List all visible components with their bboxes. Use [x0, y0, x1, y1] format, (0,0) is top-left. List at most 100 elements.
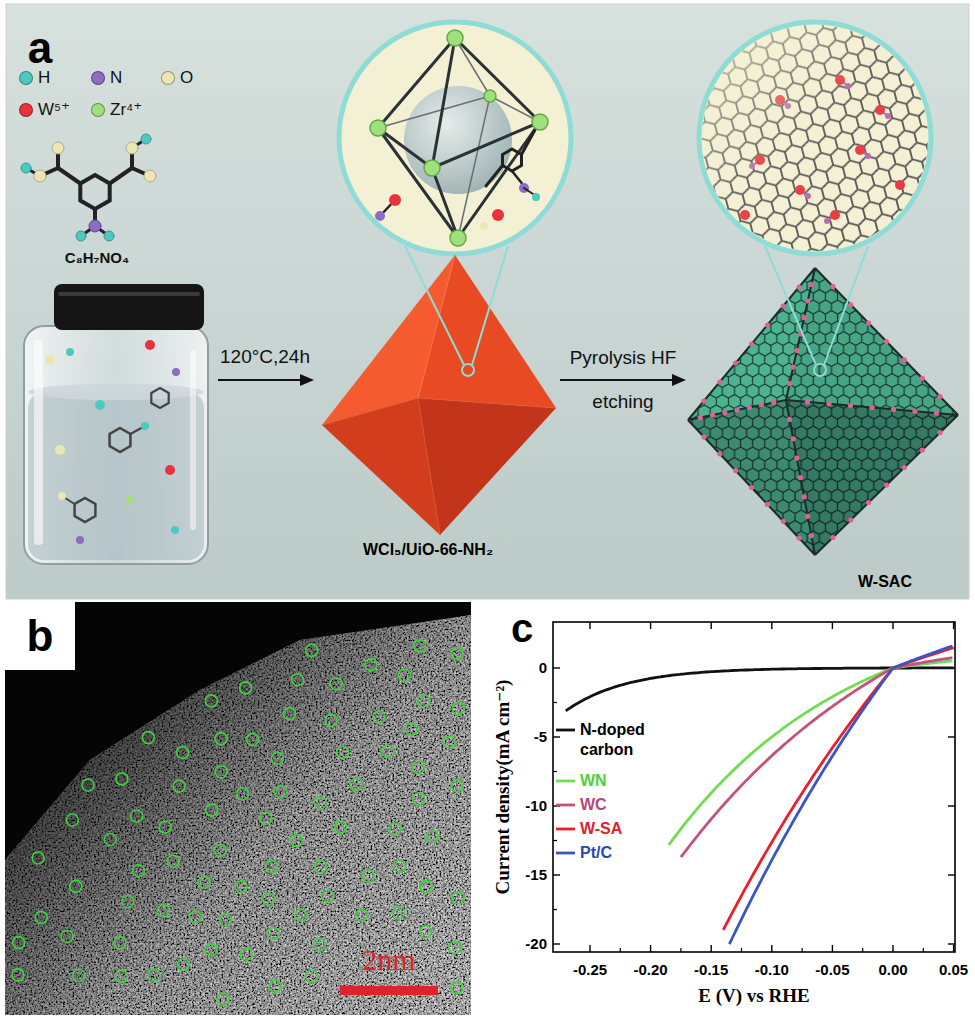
atom-marker [173, 780, 185, 792]
atom-marker [394, 860, 406, 872]
octahedron-crystal-shape [318, 250, 560, 562]
octahedron-face [786, 268, 958, 415]
atom-marker [267, 928, 279, 940]
tick-mark [832, 622, 833, 629]
atom-marker [382, 745, 394, 757]
tick-mark [948, 943, 955, 944]
tick-label: -10 [525, 797, 547, 814]
legend-swatch [19, 103, 33, 117]
outline-stroke [418, 255, 455, 398]
atom-marker [271, 752, 283, 764]
zoom-marker [814, 364, 826, 376]
atom-marker [350, 778, 362, 790]
atom-marker [420, 881, 432, 893]
atom-marker [133, 865, 145, 877]
atom-marker [104, 834, 116, 846]
tick-mark [553, 667, 560, 668]
atom-marker [337, 746, 349, 758]
dopant-dot [787, 381, 792, 386]
tick-mark [801, 948, 802, 952]
atom-marker [373, 711, 385, 723]
dopant-dot [794, 348, 799, 353]
atom-marker [114, 937, 126, 949]
legend-label: N-doped carbon [580, 720, 664, 760]
axis-title: E (V) vs RHE [698, 985, 809, 1007]
atom-marker [177, 959, 189, 971]
dopant-dot [791, 364, 796, 369]
process-arrow [560, 374, 686, 386]
legend-sample [556, 729, 575, 732]
legend-sample [556, 804, 575, 807]
dopant-dot [802, 315, 807, 320]
octahedron-node: WCl₅/UiO-66-NH₂ [318, 250, 560, 562]
atom-marker [70, 880, 82, 892]
atom-marker [205, 944, 217, 956]
lsv-curve [566, 668, 954, 711]
dopant-dot [759, 402, 764, 407]
legend-swatch [19, 71, 33, 85]
arrow-head [672, 374, 686, 386]
tick-label: 0.05 [939, 961, 968, 978]
node-label: W-SAC [858, 573, 912, 591]
dopant-dot [797, 284, 802, 289]
atom-marker [274, 786, 286, 798]
dopant-dot [733, 468, 738, 473]
outline-stroke [815, 268, 958, 415]
dopant-dot [902, 357, 907, 362]
tick-mark [620, 948, 621, 952]
tick-label: -0.25 [573, 961, 607, 978]
dopant-dot [938, 430, 943, 435]
atom-marker [451, 780, 463, 792]
legend-label: W-SA [580, 819, 664, 839]
tick-mark [589, 622, 590, 629]
atom-marker [240, 682, 252, 694]
dopant-dot [891, 407, 896, 412]
dopant-dot [805, 298, 810, 303]
dopant-dot [805, 399, 810, 404]
dopant-dot [938, 394, 943, 399]
dopant-dot [733, 360, 738, 365]
tick-label: -0.10 [755, 961, 789, 978]
atom-marker [451, 648, 463, 660]
dopant-dot [884, 482, 889, 487]
legend-swatch [91, 71, 105, 85]
arrow-shaft [560, 379, 672, 381]
atom-marker [12, 969, 24, 981]
dopant-dot [809, 282, 814, 287]
octahedron-face [418, 398, 556, 535]
dopant-dot [920, 447, 925, 452]
lsv-curve [729, 646, 952, 944]
axis-title: Current density(mA cm⁻²) [492, 680, 514, 895]
tick-label: -0.15 [694, 961, 728, 978]
atom-marker [269, 980, 281, 992]
atom-marker [61, 930, 73, 942]
tick-mark [553, 909, 557, 910]
legend-label: Zr⁴⁺ [110, 100, 142, 120]
atom-marker [418, 695, 430, 707]
dopant-dot [749, 341, 754, 346]
atom-marker [13, 937, 25, 949]
dopant-dot [809, 533, 814, 538]
dopant-dot [884, 339, 889, 344]
tick-mark [832, 945, 833, 952]
zoom-inset-graphene [699, 22, 931, 254]
tick-mark [650, 622, 651, 629]
outline-stroke [418, 398, 556, 408]
atom-marker [158, 905, 170, 917]
panel-letter: c [511, 605, 533, 651]
panel-letter: b [27, 611, 54, 662]
tick-mark [923, 948, 924, 952]
atom-marker [452, 703, 464, 715]
atom-marker [116, 773, 128, 785]
tick-label: -20 [525, 935, 547, 952]
outline-stroke [815, 415, 958, 555]
atom-marker [66, 814, 78, 826]
tick-mark [948, 874, 955, 875]
reaction-jar [24, 284, 208, 564]
dopant-dot [787, 417, 792, 422]
dopant-dot [722, 410, 727, 415]
tick-label: -0.20 [633, 961, 667, 978]
atom-marker [306, 644, 318, 656]
atom-marker [420, 926, 432, 938]
tick-mark [711, 945, 712, 952]
